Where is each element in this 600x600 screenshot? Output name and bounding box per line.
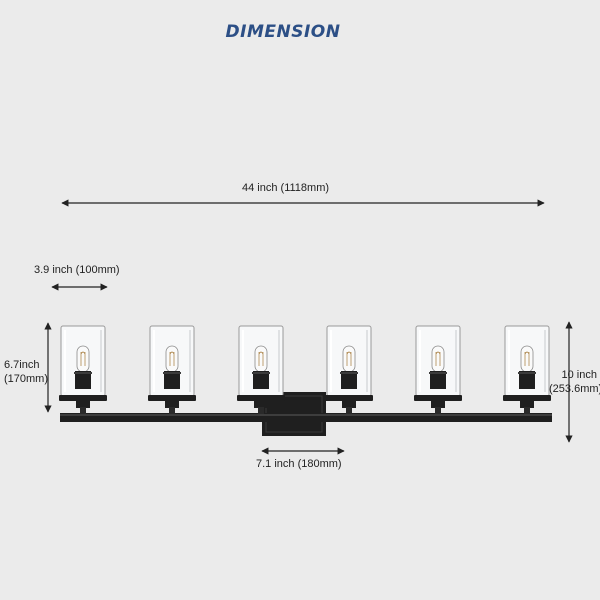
shade-holder	[148, 395, 196, 401]
holder-neck	[76, 400, 90, 408]
bulb-filament	[258, 351, 264, 366]
mounting-bar	[60, 413, 552, 422]
bulb	[342, 345, 356, 373]
arm-stem	[80, 407, 86, 414]
bulb-socket	[75, 371, 91, 389]
bulb-filament	[169, 351, 175, 366]
bulb-filament	[80, 351, 86, 366]
shade-diameter-label: 3.9 inch (100mm)	[34, 264, 120, 276]
arm-stem	[524, 407, 530, 414]
socket-ring	[252, 372, 270, 374]
shade-holder	[414, 395, 462, 401]
shade-height-inch: 6.7inch	[4, 359, 40, 371]
holder-neck	[520, 400, 534, 408]
bulb-filament	[435, 351, 441, 366]
arm-stem	[435, 407, 441, 414]
bulb	[165, 345, 179, 373]
shade-holder	[503, 395, 551, 401]
bulb-socket	[253, 371, 269, 389]
socket-ring	[74, 372, 92, 374]
backplate-width-label: 7.1 inch (180mm)	[256, 458, 342, 470]
socket-ring	[429, 372, 447, 374]
bulb	[76, 345, 90, 373]
bulb-socket	[164, 371, 180, 389]
arm-stem	[346, 407, 352, 414]
bulb-filament	[346, 351, 352, 366]
socket-ring	[163, 372, 181, 374]
holder-neck	[254, 400, 268, 408]
total-height-label: 10 inch (253.6mm)	[549, 368, 600, 396]
shade-height-mm: (170mm)	[4, 373, 49, 385]
bulb-filament	[524, 351, 530, 366]
shade-holder	[325, 395, 373, 401]
page-title: DIMENSION	[225, 22, 341, 42]
shade-holder	[59, 395, 107, 401]
shade-height-label: 6.7inch (170mm)	[4, 358, 48, 386]
bulb-socket	[341, 371, 357, 389]
bulb-socket	[430, 371, 446, 389]
bulb-socket	[519, 371, 535, 389]
total-width-label: 44 inch (1118mm)	[242, 182, 330, 194]
holder-neck	[165, 400, 179, 408]
arm-stem	[258, 407, 264, 414]
holder-neck	[342, 400, 356, 408]
shade-holder	[237, 395, 285, 401]
total-height-inch: 10 inch	[561, 369, 597, 381]
socket-ring	[340, 372, 358, 374]
mounting-bar-highlight	[60, 414, 552, 416]
arm-stem	[169, 407, 175, 414]
bulb	[431, 345, 445, 373]
total-height-mm: (253.6mm)	[549, 383, 600, 395]
socket-ring	[518, 372, 536, 374]
bulb	[254, 345, 268, 373]
holder-neck	[431, 400, 445, 408]
bulb	[520, 345, 534, 373]
